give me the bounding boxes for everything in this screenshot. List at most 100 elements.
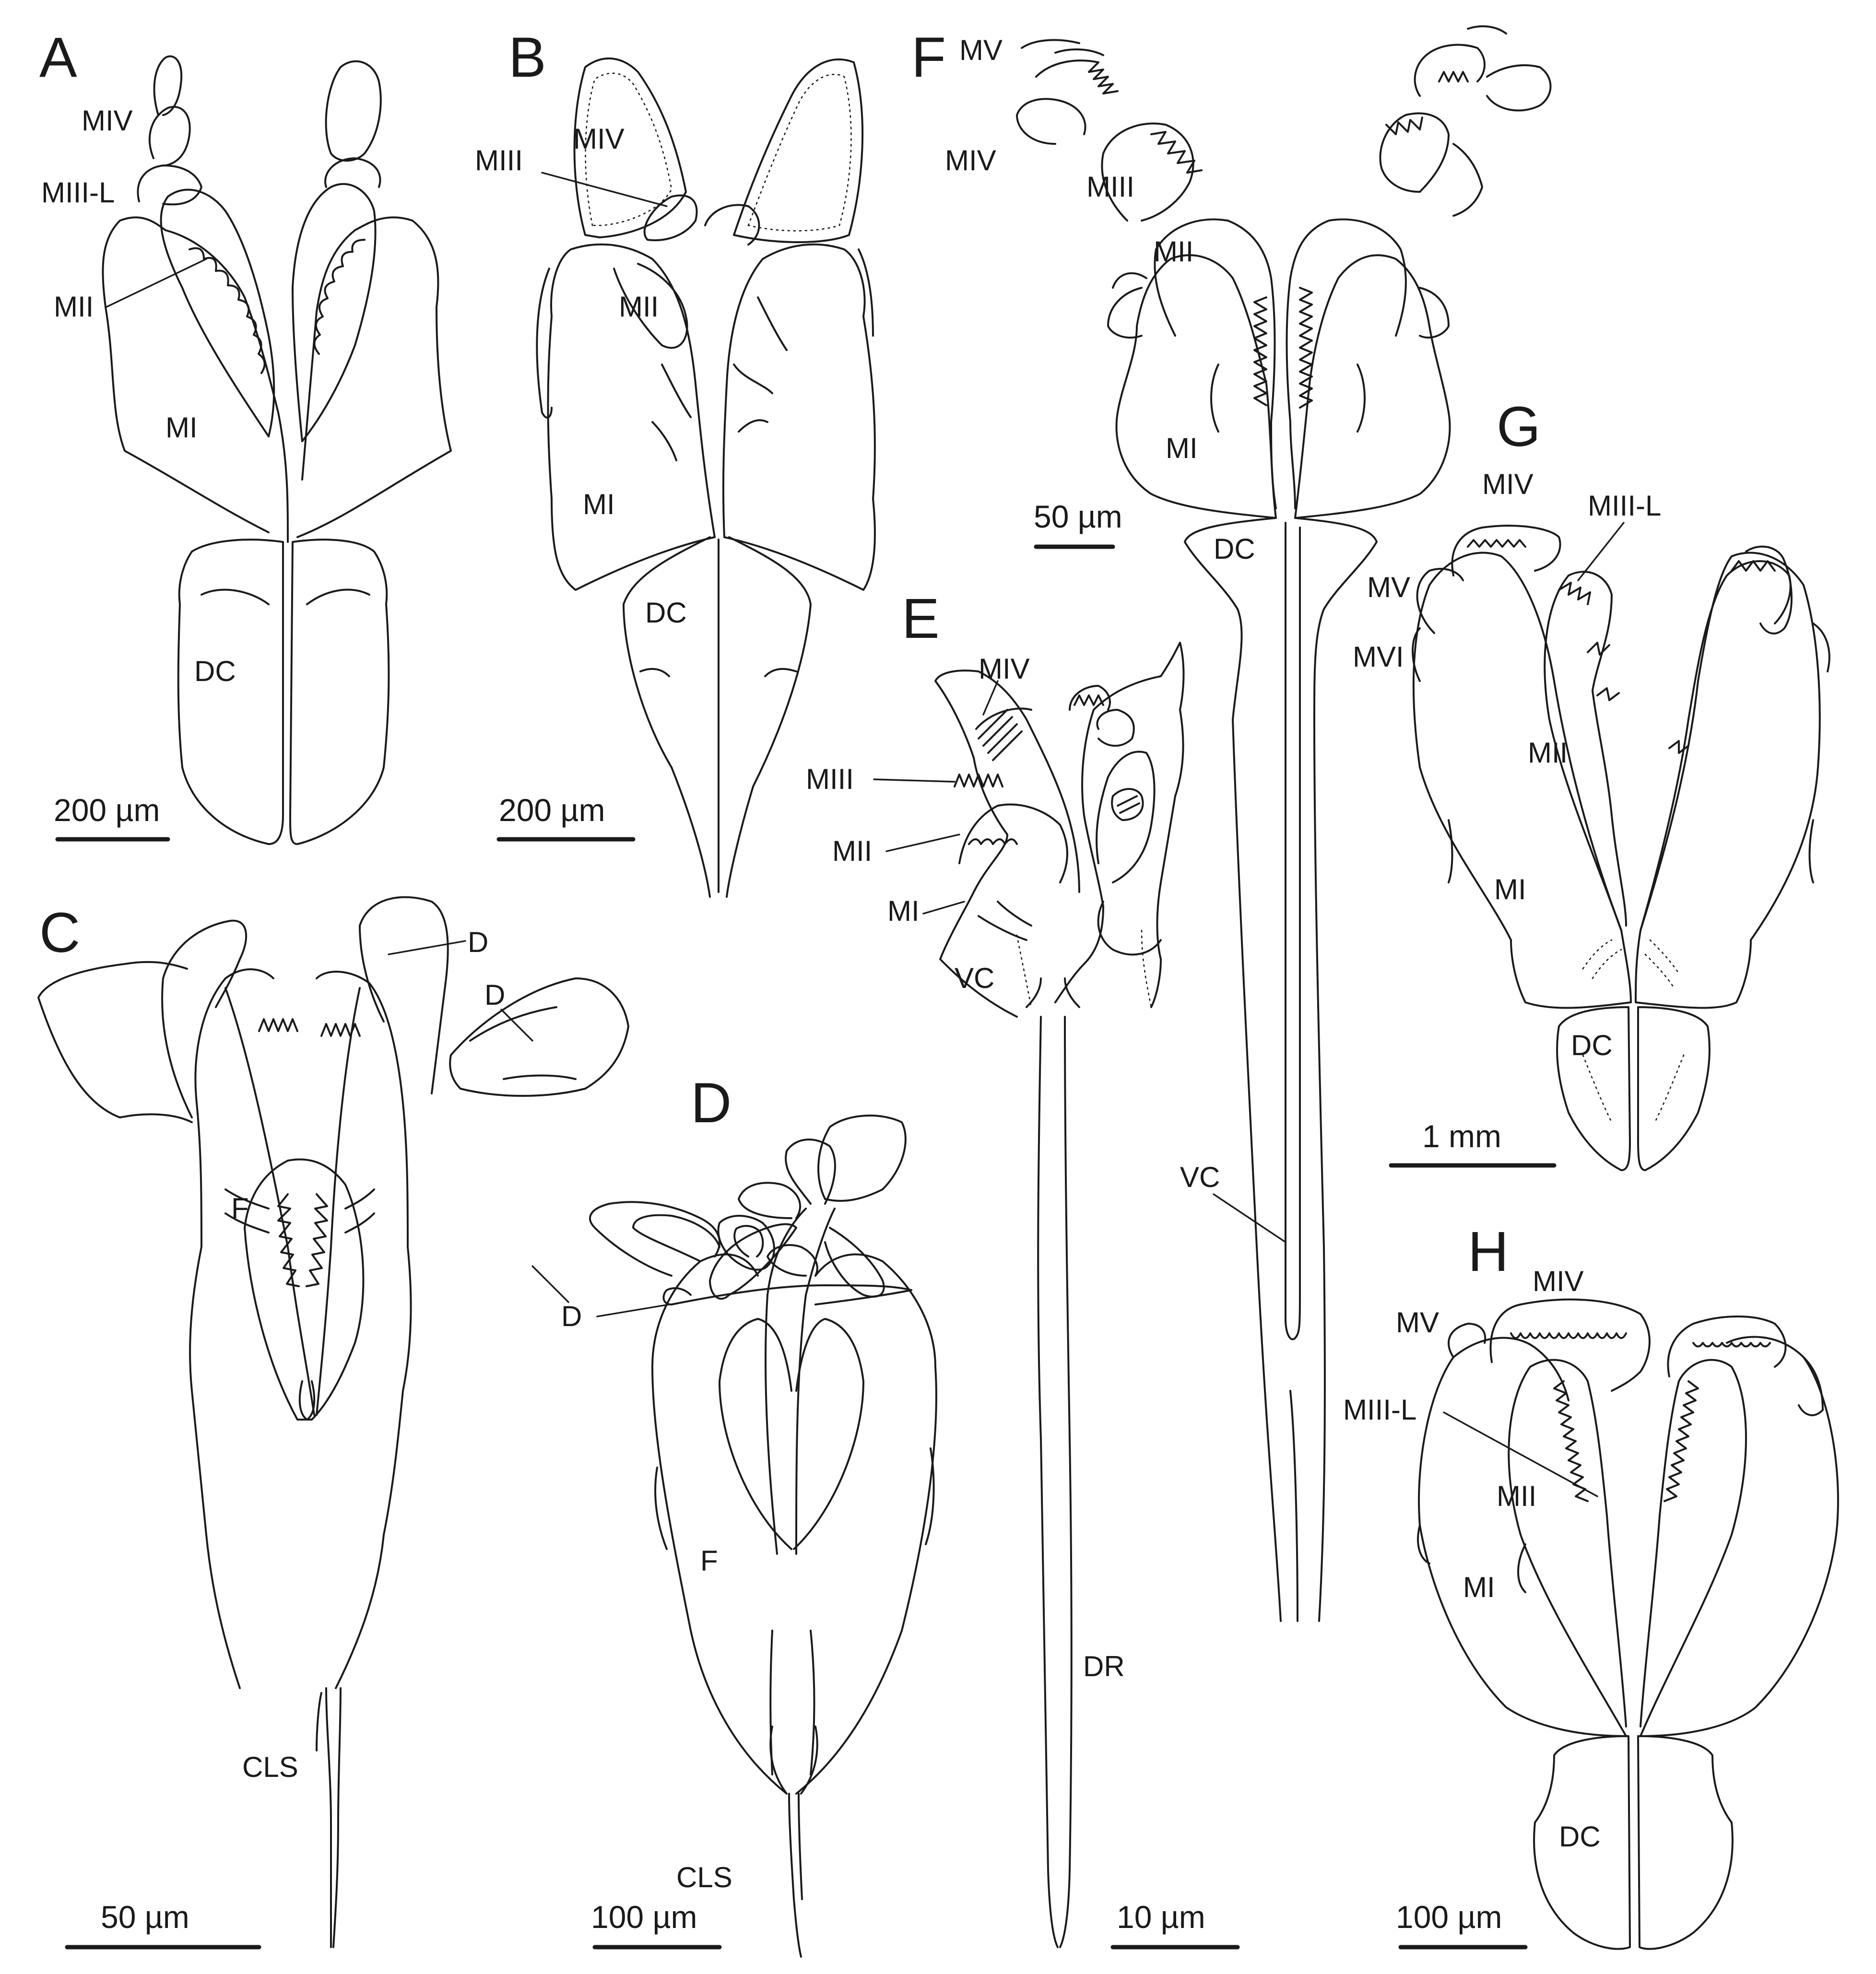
panel-h-left-mii-teeth (1553, 1380, 1589, 1502)
panel-h-label-mv: MV (1396, 1306, 1439, 1339)
panel-e-label-miv: MIV (979, 653, 1030, 685)
panel-c-forceps-right-teeth (306, 1193, 328, 1287)
panel-a-left-miii (137, 164, 202, 206)
panel-h-right-mii-teeth (1664, 1380, 1699, 1502)
panel-f-label-miii: MIII (1086, 171, 1134, 203)
panel-b-label-miii: MIII (475, 144, 523, 176)
panel-g-leader-miii-l (1577, 522, 1625, 581)
panel-f-label-vc: VC (1180, 1161, 1220, 1193)
panel-g-spines (1448, 819, 1814, 883)
panel-d-body-left (651, 1253, 788, 1795)
panel-b-right-mi (722, 243, 876, 591)
panel-c-right-detached-d (449, 977, 629, 1097)
panel-h-left-inner (1508, 1359, 1627, 1737)
panel-d-base-lobes (769, 1726, 818, 1795)
panel-h-left-outer (1418, 1337, 1627, 1737)
panel-b-left-mi (547, 243, 716, 591)
panel-g: G MIV MIII-L MV MVI MII MI DC 1 mm (1353, 395, 1830, 1171)
panel-f-right-miii-teeth (1385, 117, 1423, 135)
panel-g-right-cap (1745, 545, 1793, 634)
panel-h-label-mi: MI (1463, 1571, 1495, 1603)
panel-a-right-miii (324, 157, 381, 188)
panel-f-right-miii (1379, 112, 1450, 193)
panel-b-left-miv-inner (585, 72, 673, 226)
panel-d-label-f: F (700, 1545, 718, 1577)
panel-d-left-plate-3 (717, 1215, 775, 1271)
panel-g-left-mv (1416, 568, 1464, 634)
panel-b: B MIII MIV MII MI DC 200 µm (475, 26, 876, 898)
panel-c-left-upper-lobe (161, 919, 248, 1118)
panel-h-scale-label: 100 µm (1396, 1899, 1502, 1935)
panel-g-basal-striations (1582, 939, 1680, 989)
panel-d-top-flower-2 (817, 1115, 907, 1202)
panel-c-label-d-1: D (468, 926, 488, 958)
panel-b-scale-label: 200 µm (499, 792, 605, 828)
panel-e-left-mii-teeth (968, 838, 1018, 845)
panel-f-label-dc: DC (1214, 533, 1255, 565)
panel-f-left-mv-cap (1021, 39, 1080, 49)
panel-a-left-mv-miv (149, 55, 191, 166)
panel-e-right-outline (1054, 642, 1185, 1008)
panel-d-body-right (795, 1253, 937, 1795)
panel-g-label-miii-l: MIII-L (1588, 490, 1661, 522)
panel-c-label-cls: CLS (242, 1751, 298, 1783)
panel-e-vc-dotted (1016, 929, 1152, 1008)
panel-d-stalk-lines (769, 1630, 815, 1775)
panel-c-cls (316, 1687, 342, 1948)
panel-b-left-side-plate (536, 268, 553, 419)
panel-h: H MIV MV MIII-L MII MI DC 100 µm (1343, 1220, 1839, 1950)
panel-a-left-mi-plate (102, 216, 289, 543)
panel-f-right-mi (1294, 254, 1451, 519)
panel-d-label-d: D (561, 1300, 582, 1332)
panel-g-left-mi (1412, 552, 1632, 1009)
panel-f-label-miv: MIV (945, 144, 996, 176)
panel-e-left-mi-folds (978, 901, 1032, 941)
panel-f-left-mv-comb (1035, 48, 1119, 94)
panel-f-left-miii-teeth (1150, 131, 1203, 174)
panel-f-left-mi (1115, 254, 1277, 519)
panel-a-right-mii (292, 183, 377, 442)
panel-a-right-miv (325, 60, 382, 162)
panel-d-cls (788, 1793, 803, 1958)
panel-f-right-miv-mv (1414, 44, 1552, 112)
panel-c-label-f: F (231, 1192, 249, 1224)
panel-h-letter: H (1468, 1220, 1509, 1283)
panel-d-left-plate-1 (589, 1201, 720, 1277)
panel-b-label-dc: DC (645, 597, 687, 629)
panel-c-left-main-jaw (189, 968, 274, 1689)
panel-g-right-mii (1640, 560, 1792, 931)
panel-b-right-miii (704, 204, 760, 246)
panel-b-label-mi: MI (583, 488, 615, 520)
panel-h-left-cap-teeth (1510, 1332, 1627, 1339)
panel-g-right-mii-teeth (1668, 560, 1776, 754)
panel-c-leader-d-2 (500, 1009, 533, 1042)
panel-a-letter: A (39, 26, 77, 89)
panel-f-dc (1184, 517, 1378, 1622)
panel-b-left-miii (643, 194, 698, 241)
panel-g-left-mii (1544, 571, 1627, 931)
panel-a-label-dc: DC (194, 655, 236, 687)
panel-f-label-mv: MV (959, 34, 1003, 66)
panel-c-inner-strips (224, 1188, 375, 1234)
panel-g-left-cap-teeth (1467, 539, 1526, 548)
panel-e-left-miii-teeth (954, 774, 1003, 787)
panel-g-label-mii: MII (1528, 737, 1568, 769)
panel-b-left-miv (573, 57, 687, 238)
panel-h-left-top-cap (1489, 1298, 1651, 1392)
panel-e-dr-neck (1026, 977, 1080, 1008)
panel-c-forceps-tip (298, 1380, 316, 1421)
panel-h-right-cap-teeth (1692, 1342, 1771, 1348)
panel-e-dr-rod (1037, 1016, 1073, 1948)
panel-e-right-miv-comb (1069, 685, 1111, 711)
panel-d-scale-label: 100 µm (591, 1899, 697, 1935)
panel-d-top-flower-5 (824, 1227, 885, 1298)
panel-e-leader-mii (885, 834, 960, 852)
panel-c-left-outer-plate (37, 961, 193, 1123)
panel-g-label-mv: MV (1367, 571, 1410, 603)
panel-a-dc-right (289, 539, 390, 845)
panel-f-label-mi: MI (1166, 432, 1198, 464)
panel-a-label-miv: MIV (82, 105, 133, 137)
panel-d-top-flower-3 (738, 1182, 802, 1219)
panel-e-leader-miii (873, 778, 956, 783)
panel-g-left-mii-teeth (1558, 582, 1620, 701)
